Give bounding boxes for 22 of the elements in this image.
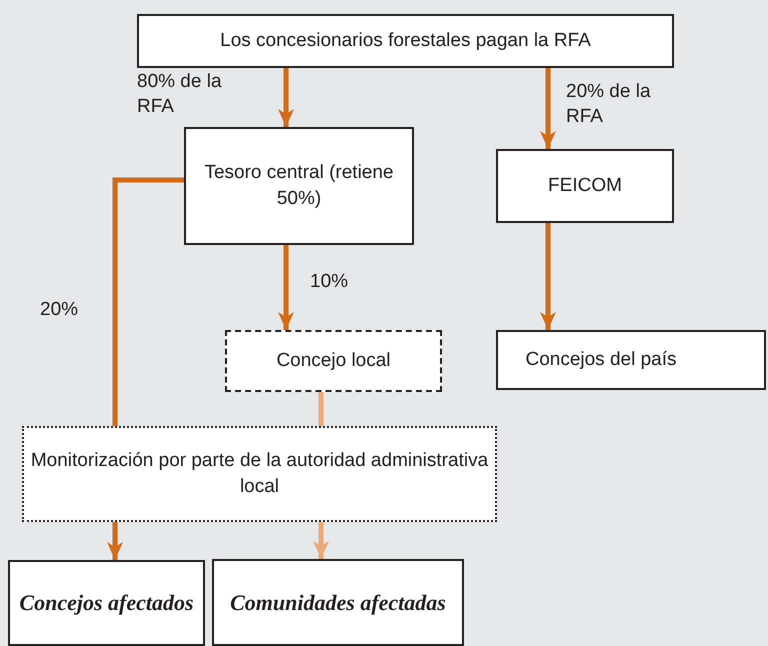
node-text: Tesoro central (retiene 50%)	[203, 161, 395, 211]
node-text: Concejos afectados	[19, 589, 194, 618]
arrow	[540, 68, 556, 149]
arrow	[540, 223, 556, 330]
node-text: Concejos del país	[525, 348, 677, 372]
process-box	[8, 560, 205, 646]
dashed-box	[225, 330, 442, 392]
arrow	[278, 68, 294, 127]
process-box	[496, 149, 674, 223]
arrow	[278, 245, 294, 330]
node-text: Concejo local	[276, 349, 391, 374]
node-text: Monitorización por parte de la autoridad administrativa local	[30, 449, 490, 499]
process-box	[137, 14, 674, 68]
arrow	[107, 522, 123, 560]
node-text: FEICOM	[548, 174, 622, 198]
process-box	[212, 559, 464, 646]
arrow	[313, 522, 329, 559]
node-text: Los concesionarios forestales pagan la RFA	[220, 29, 591, 54]
node-text: Comunidades afectadas	[230, 588, 446, 617]
process-box	[496, 330, 766, 390]
process-box	[184, 127, 414, 245]
dotted-box	[22, 426, 497, 522]
